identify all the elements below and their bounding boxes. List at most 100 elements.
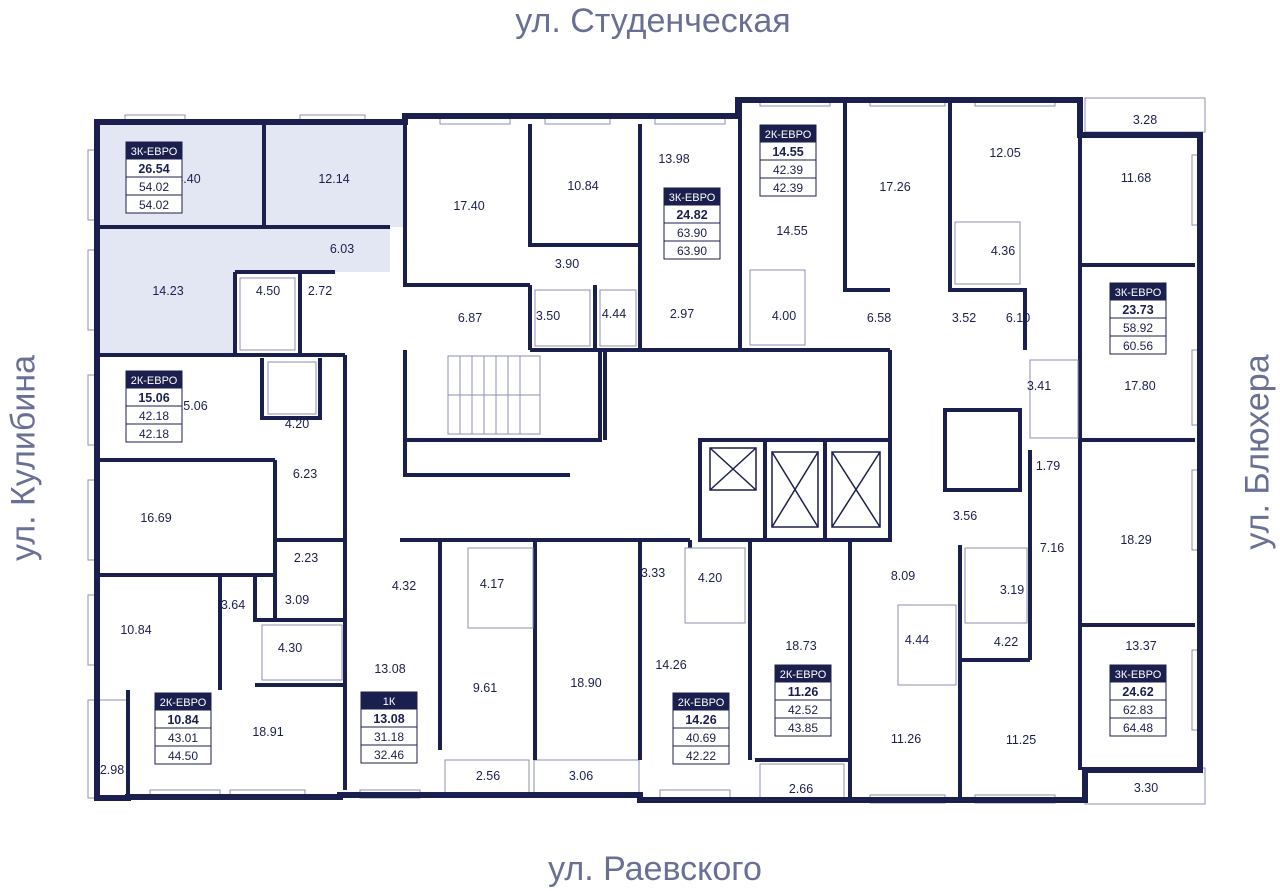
- room-area-label: 3.30: [1134, 781, 1158, 795]
- apartment-total-area-with-balcony: 54.02: [139, 198, 169, 212]
- room-area-label: 13.37: [1125, 639, 1156, 653]
- room-area-label: 14.26: [655, 658, 686, 672]
- apartment-type: 3К-ЕВРО: [1115, 287, 1162, 299]
- apartment-type: 2К-ЕВРО: [765, 129, 812, 141]
- room-area-label: 6.10: [1006, 311, 1030, 325]
- apartment-label[interactable]: 2К-ЕВРО 14.26 40.69 42.22: [672, 692, 730, 765]
- apartment-living-area: 15.06: [138, 391, 169, 405]
- room-area-label: 13.98: [658, 152, 689, 166]
- room-area-label: 2.23: [294, 551, 318, 565]
- room-area-label: 6.23: [293, 467, 317, 481]
- room-area-label: 4.22: [994, 635, 1018, 649]
- apartment-total-area-with-balcony: 63.90: [677, 244, 707, 258]
- room-area-label: 8.09: [891, 569, 915, 583]
- apartment-label[interactable]: 3К-ЕВРО 24.82 63.90 63.90: [663, 187, 721, 260]
- room-area-label: 6.03: [330, 242, 354, 256]
- room-area-label: 3.06: [569, 769, 593, 783]
- room-area-label: 14.55: [776, 224, 807, 238]
- room-area-label: 17.80: [1124, 379, 1155, 393]
- apartment-total-area-with-balcony: 64.48: [1123, 721, 1153, 735]
- room-area-label: 18.90: [570, 676, 601, 690]
- room-area-label: 10.84: [120, 623, 151, 637]
- stairwell: [447, 355, 541, 435]
- room-area-label: 3.41: [1027, 379, 1051, 393]
- apartment-total-area: 31.18: [374, 730, 404, 744]
- room-area-label: 6.87: [458, 311, 482, 325]
- room-area-label: 4.32: [392, 579, 416, 593]
- room-area-label: 12.05: [989, 146, 1020, 160]
- apartment-living-area: 26.54: [138, 162, 169, 176]
- apartment-label[interactable]: 3К-ЕВРО 26.54 54.02 54.02: [125, 141, 183, 214]
- apartment-total-area: 58.92: [1123, 321, 1153, 335]
- apartment-total-area-with-balcony: 60.56: [1123, 339, 1153, 353]
- apartment-living-area: 24.62: [1122, 685, 1153, 699]
- room-area-label: 3.09: [285, 593, 309, 607]
- apartment-total-area: 40.69: [686, 731, 716, 745]
- room-area-label: 12.14: [318, 172, 349, 186]
- apartment-total-area: 62.83: [1123, 703, 1153, 717]
- walls: [94, 97, 1203, 803]
- highlighted-apartment[interactable]: [97, 124, 404, 353]
- room-area-label: 2.98: [100, 763, 124, 777]
- apartment-total-area-with-balcony: 44.50: [168, 749, 198, 763]
- room-area-label: 18.73: [785, 639, 816, 653]
- room-area-label: 3.28: [1133, 113, 1157, 127]
- room-area-label: 3.90: [555, 257, 579, 271]
- apartment-living-area: 14.26: [685, 713, 716, 727]
- room-area-label: 4.36: [991, 244, 1015, 258]
- apartment-total-area-with-balcony: 32.46: [374, 748, 404, 762]
- room-area-label: 2.66: [789, 782, 813, 796]
- room-area-label: 7.16: [1040, 541, 1064, 555]
- room-area-label: 17.26: [879, 180, 910, 194]
- room-area-label: 4.17: [480, 577, 504, 591]
- room-area-label: 18.29: [1120, 533, 1151, 547]
- apartment-living-area: 24.82: [676, 208, 707, 222]
- room-area-label: 13.08: [374, 662, 405, 676]
- apartment-living-area: 23.73: [1122, 303, 1153, 317]
- room-area-label: 17.40: [453, 199, 484, 213]
- apartment-total-area-with-balcony: 42.39: [773, 181, 803, 195]
- bathrooms: [239, 221, 1079, 686]
- apartment-label[interactable]: 3К-ЕВРО 23.73 58.92 60.56: [1109, 282, 1167, 355]
- apartment-label[interactable]: 1К 13.08 31.18 32.46: [360, 691, 418, 764]
- room-area-label: 3.50: [536, 309, 560, 323]
- room-area-label: 4.44: [602, 307, 626, 321]
- apartment-type: 3К-ЕВРО: [131, 146, 178, 158]
- room-area-label: 11.68: [1121, 171, 1151, 185]
- apartment-total-area: 63.90: [677, 226, 707, 240]
- apartment-total-area: 42.39: [773, 163, 803, 177]
- apartment-type: 1К: [383, 696, 396, 708]
- apartment-type: 2К-ЕВРО: [780, 669, 827, 681]
- street-label-top: ул. Студенческая: [515, 2, 791, 40]
- apartment-total-area: 54.02: [139, 180, 169, 194]
- room-area-label: 3.56: [953, 509, 977, 523]
- apartment-total-area-with-balcony: 42.18: [139, 427, 169, 441]
- apartment-type: 3К-ЕВРО: [669, 192, 716, 204]
- elevators: [709, 447, 881, 528]
- room-area-label: 14.23: [152, 284, 183, 298]
- room-area-label: 3.33: [641, 566, 665, 580]
- room-area-label: 16.69: [140, 511, 171, 525]
- room-area-label: 4.20: [698, 571, 722, 585]
- apartment-type: 2К-ЕВРО: [160, 697, 207, 709]
- room-area-label: 4.50: [256, 284, 280, 298]
- apartment-total-area-with-balcony: 42.22: [686, 749, 716, 763]
- room-area-label: 15.06: [176, 399, 207, 413]
- apartment-living-area: 11.26: [788, 685, 819, 699]
- apartment-labels: 3К-ЕВРО 26.54 54.02 54.02 2К-ЕВРО 15.06 42.18 4…: [125, 124, 1167, 765]
- room-area-label: 11.26: [891, 732, 921, 746]
- room-area-label: 2.72: [308, 284, 332, 298]
- room-area-label: 2.56: [476, 769, 500, 783]
- room-area-label: 3.52: [952, 311, 976, 325]
- room-area-label: 2.97: [670, 307, 694, 321]
- apartment-living-area: 13.08: [373, 712, 404, 726]
- room-area-label: 10.84: [567, 179, 598, 193]
- apartment-type: 2К-ЕВРО: [678, 697, 725, 709]
